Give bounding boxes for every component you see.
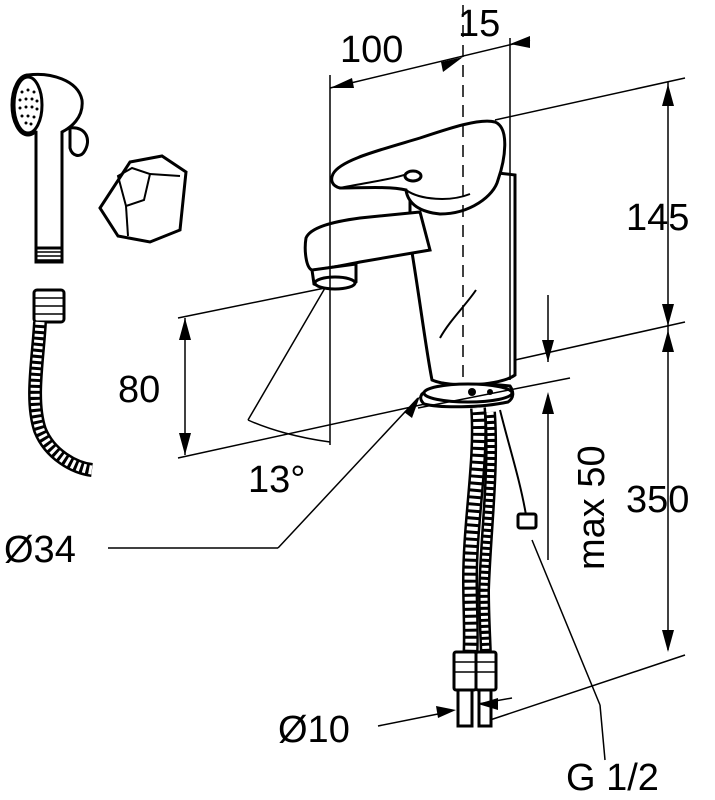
label-outlet-height: 80 — [118, 369, 160, 411]
leader-d34 — [108, 396, 420, 549]
label-offset: 15 — [458, 3, 500, 45]
faucet-body — [303, 119, 517, 409]
label-base-diameter: Ø34 — [4, 529, 76, 571]
label-max-deck: max 50 — [571, 445, 613, 570]
dimension-top — [329, 36, 531, 445]
label-spout-reach: 100 — [340, 29, 403, 71]
supply-hoses — [452, 407, 538, 728]
label-handle-height: 145 — [626, 197, 689, 239]
label-spray-angle: 13° — [248, 459, 305, 501]
leader-d10 — [377, 697, 513, 727]
shower-hose-icon — [28, 288, 94, 477]
spray-angle — [247, 287, 331, 443]
label-supply-diameter: Ø10 — [278, 709, 350, 751]
dimension-max50 — [417, 295, 571, 560]
leader-g12 — [531, 539, 606, 761]
wall-holder-icon — [98, 154, 188, 244]
label-hose-length: 350 — [626, 479, 689, 521]
dimension-80 — [177, 287, 426, 459]
label-connection-thread: G 1/2 — [566, 757, 659, 799]
dimension-right — [489, 77, 686, 721]
hand-shower-icon — [10, 72, 89, 264]
